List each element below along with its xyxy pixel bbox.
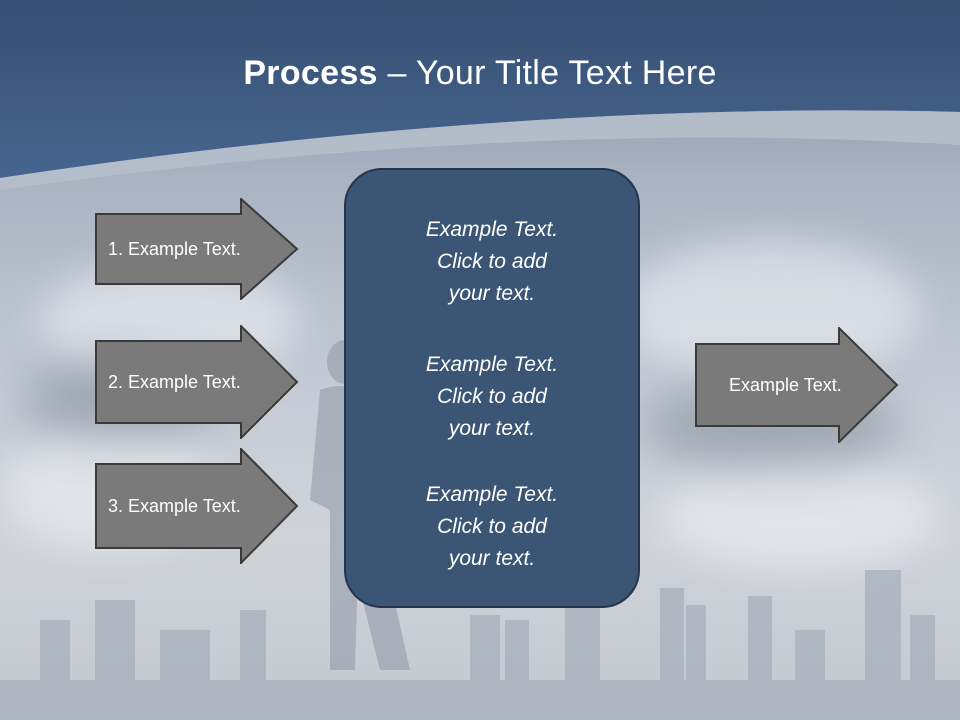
left-arrow-3[interactable]: 3. Example Text. (95, 448, 299, 564)
center-text-line: your text. (448, 417, 536, 440)
center-text-box[interactable]: Example Text. Click to add your text. Ex… (344, 168, 640, 608)
title-bold: Process (243, 54, 378, 92)
center-text-block-1: Example Text. Click to add your text. (346, 214, 638, 310)
left-arrow-2[interactable]: 2. Example Text. (95, 325, 299, 439)
header-band (0, 0, 960, 190)
left-arrow-label: 3. Example Text. (108, 495, 241, 516)
center-text-line: your text. (448, 547, 536, 570)
arrow-shape (695, 327, 899, 443)
right-arrow[interactable]: Example Text. (695, 327, 899, 443)
arrow-shape (95, 198, 299, 300)
city-skyline (0, 570, 960, 720)
right-arrow-label: Example Text. (729, 374, 842, 395)
center-text-block-3: Example Text. Click to add your text. (346, 479, 638, 575)
center-text-line: Click to add (437, 515, 547, 538)
arrow-shape (95, 325, 299, 439)
left-arrow-1[interactable]: 1. Example Text. (95, 198, 299, 300)
center-text-line: Click to add (437, 250, 547, 273)
center-text-line: Example Text. (425, 353, 559, 376)
arrow-shape (95, 448, 299, 564)
center-text-block-2: Example Text. Click to add your text. (346, 349, 638, 445)
center-text-line: Example Text. (425, 483, 559, 506)
left-arrow-label: 1. Example Text. (108, 238, 241, 259)
center-text-line: Click to add (437, 385, 547, 408)
left-arrow-label: 2. Example Text. (108, 371, 241, 392)
center-text-line: your text. (448, 282, 536, 305)
title-rest: – Your Title Text Here (377, 54, 717, 92)
center-text-line: Example Text. (425, 218, 559, 241)
page-title: Process – Your Title Text Here (0, 54, 960, 93)
cloud-shape (660, 460, 940, 570)
